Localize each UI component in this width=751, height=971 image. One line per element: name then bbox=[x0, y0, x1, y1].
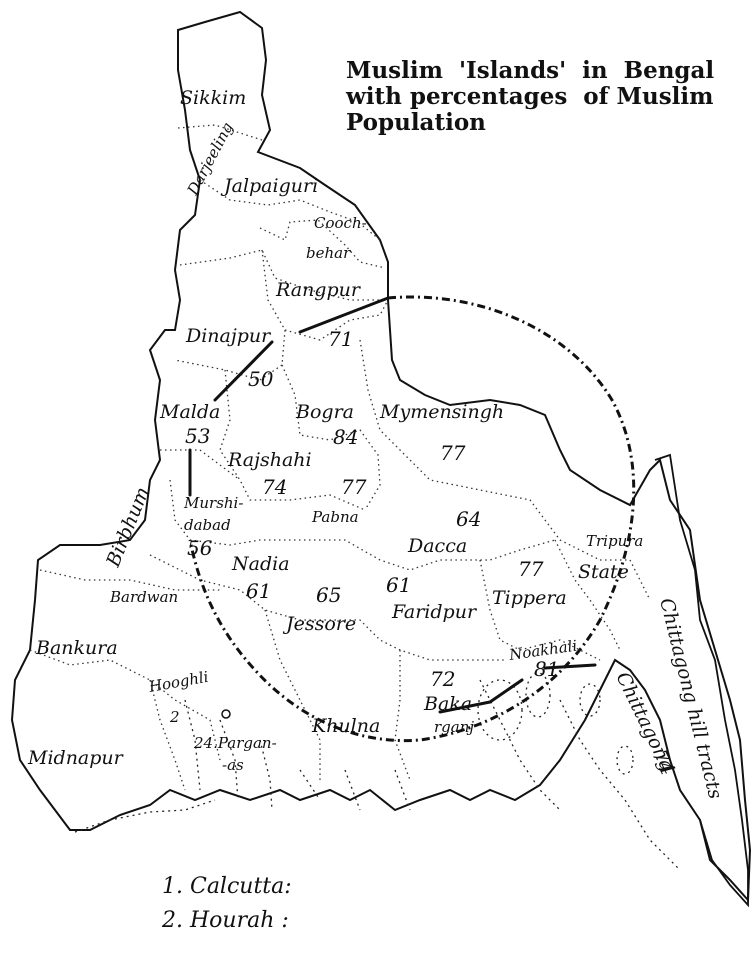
legend-calcutta: 1. Calcutta: bbox=[162, 874, 292, 899]
map-marker-1-calcutta bbox=[221, 709, 231, 719]
label-24-parganas-2: -as bbox=[222, 756, 244, 774]
pct-dacca: 64 bbox=[456, 507, 481, 531]
label-bakarganj-1: Baka- bbox=[423, 693, 479, 715]
label-birbhum: Birbhum bbox=[102, 484, 154, 571]
label-midnapur: Midnapur bbox=[27, 747, 125, 769]
pct-rajshahi: 74 bbox=[262, 475, 287, 499]
label-rangpur: Rangpur bbox=[275, 279, 362, 301]
label-dinajpur: Dinajpur bbox=[185, 325, 272, 347]
pct-malda: 53 bbox=[185, 424, 210, 448]
label-bankura: Bankura bbox=[35, 637, 118, 659]
label-pabna: Pabna bbox=[311, 508, 359, 526]
label-bakarganj-2: rganj bbox=[434, 718, 474, 736]
map-title-line3: Population bbox=[346, 109, 486, 136]
label-malda: Malda bbox=[159, 401, 220, 423]
label-faridpur: Faridpur bbox=[391, 601, 478, 623]
hill-tracts-outline bbox=[654, 453, 749, 908]
legend-hourah: 2. Hourah : bbox=[161, 908, 289, 933]
pct-bogra: 84 bbox=[333, 425, 358, 449]
map-title-line1: Muslim 'Islands' in Bengal bbox=[346, 57, 714, 84]
pct-tippera: 77 bbox=[518, 557, 544, 581]
label-khulna: Khulna bbox=[311, 715, 380, 737]
label-coochbehar-1: Cooch- bbox=[314, 214, 367, 232]
label-tripura-1: Tripura bbox=[586, 532, 643, 550]
connector-lines bbox=[188, 296, 597, 714]
label-sikkim: Sikkim bbox=[180, 87, 246, 109]
label-jessore: Jessore bbox=[282, 613, 356, 635]
pct-dinajpur: 50 bbox=[248, 367, 274, 391]
label-jalpaiguri: Jalpaiguri bbox=[220, 175, 318, 197]
label-rajshahi: Rajshahi bbox=[227, 449, 312, 471]
label-tripura-2: State bbox=[578, 561, 629, 583]
pct-nadia: 61 bbox=[246, 579, 271, 603]
pct-faridpur: 61 bbox=[386, 573, 411, 597]
label-murshidabad-1: Murshi- bbox=[183, 494, 243, 512]
label-tippera: Tippera bbox=[492, 587, 567, 609]
pct-bakarganj: 72 bbox=[430, 667, 455, 691]
label-mymensingh: Mymensingh bbox=[379, 401, 504, 423]
delta-coast bbox=[74, 672, 681, 871]
label-bardwan: Bardwan bbox=[109, 588, 178, 606]
label-24-parganas-1: 24.Pargan- bbox=[193, 734, 277, 752]
label-dacca: Dacca bbox=[407, 535, 467, 557]
pct-noakhali: 81 bbox=[534, 657, 559, 681]
label-hooghli: Hooghli bbox=[147, 668, 210, 696]
pct-rangpur: 71 bbox=[328, 327, 353, 351]
label-nadia: Nadia bbox=[231, 553, 290, 575]
label-bogra: Bogra bbox=[295, 401, 354, 423]
label-murshidabad-2: dabad bbox=[184, 516, 231, 534]
bengal-outline bbox=[10, 10, 751, 903]
map-title-line2: with percentages of Muslim bbox=[345, 83, 713, 110]
label-coochbehar-2: behar bbox=[306, 244, 351, 262]
district-boundaries bbox=[29, 124, 651, 791]
map-marker-2: 2 bbox=[169, 708, 180, 726]
pct-mymensingh: 77 bbox=[440, 441, 466, 465]
island-circle bbox=[188, 295, 636, 743]
pct-jessore: 65 bbox=[316, 583, 341, 607]
pct-pabna: 77 bbox=[341, 475, 367, 499]
pct-murshidabad: 56 bbox=[187, 536, 213, 560]
